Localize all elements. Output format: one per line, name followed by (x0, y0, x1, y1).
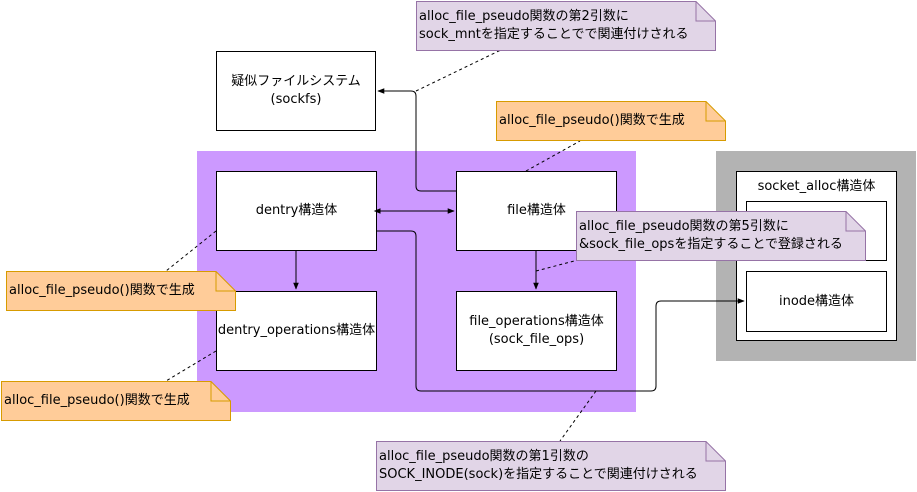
dentry-to-inode-arrow (377, 230, 745, 392)
note-inode-link: alloc_file_pseudo関数の第1引数の SOCK_INODE(soc… (376, 441, 726, 491)
note-dentry-gen: alloc_file_pseudo()関数で生成 (6, 271, 236, 311)
inode-link-leader (559, 390, 597, 442)
note-sock-mnt-text: alloc_file_pseudo関数の第2引数に sock_mntを指定するこ… (419, 9, 689, 42)
note-shape (376, 441, 726, 491)
note-sock-mnt: alloc_file_pseudo関数の第2引数に sock_mntを指定するこ… (416, 1, 716, 51)
file-operations-box: file_operations構造体 (sock_file_ops) (456, 291, 617, 371)
dentry-operations-box: dentry_operations構造体 (216, 291, 377, 371)
note-dops-gen: alloc_file_pseudo()関数で生成 (1, 381, 231, 421)
note-shape (496, 101, 726, 141)
note-dops-gen-text: alloc_file_pseudo()関数で生成 (4, 393, 190, 408)
note-inode-link-text: alloc_file_pseudo関数の第1引数の SOCK_INODE(soc… (379, 449, 698, 482)
dentry-gen-leader (165, 230, 217, 272)
note-shape (6, 271, 236, 311)
note-shape (416, 1, 716, 51)
note-file-ops-register: alloc_file_pseudo関数の第5引数に &sock_file_ops… (576, 211, 866, 261)
sockfs-box: 疑似ファイルシステム (sockfs) (216, 51, 376, 131)
dentry-box: dentry構造体 (216, 171, 377, 251)
inode-box: inode構造体 (746, 271, 887, 332)
fops-leader (535, 259, 579, 272)
note-file-gen-text: alloc_file_pseudo()関数で生成 (499, 113, 685, 128)
file-box: file構造体 (456, 171, 617, 251)
file-gen-leader (525, 140, 581, 172)
note-file-ops-register-text: alloc_file_pseudo関数の第5引数に &sock_file_ops… (579, 219, 843, 252)
note-file-gen: alloc_file_pseudo()関数で生成 (496, 101, 726, 141)
note-dentry-gen-text: alloc_file_pseudo()関数で生成 (9, 283, 195, 298)
file-to-sockfs-arrow (377, 88, 456, 192)
dops-gen-leader (165, 350, 217, 382)
note-shape (576, 211, 866, 261)
mnt-note-leader (415, 47, 506, 92)
note-shape (1, 381, 231, 421)
